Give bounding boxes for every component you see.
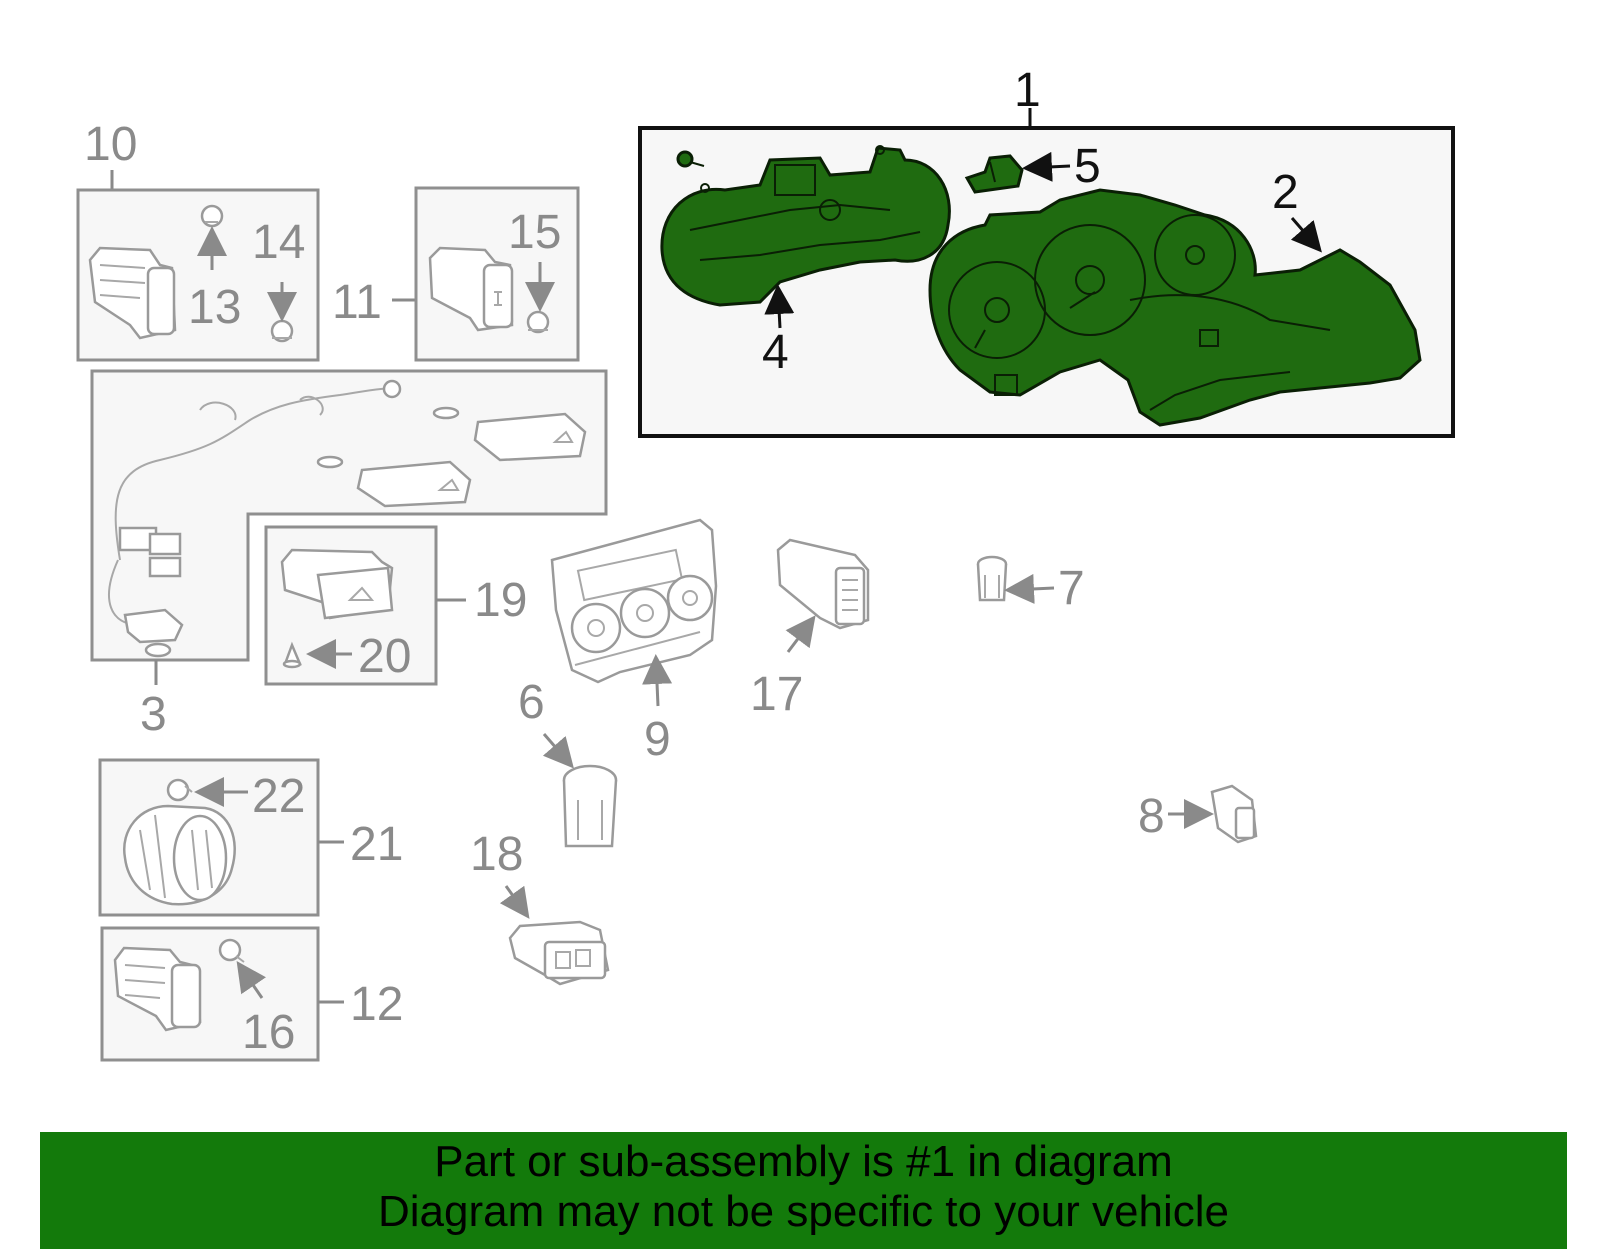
callout-12: 12 — [350, 978, 403, 1031]
bulb-part-15 — [526, 310, 550, 334]
bulb-part-20 — [282, 641, 302, 669]
harness-part-3 — [108, 379, 587, 658]
climate-control-group-9: 9 — [550, 518, 718, 766]
bulb-part-7 — [976, 555, 1008, 602]
switch-part-17 — [776, 538, 870, 630]
callout-1: 1 — [1014, 64, 1041, 117]
callout-13: 13 — [188, 281, 241, 334]
clip-part-5 — [964, 154, 1024, 194]
connector-part-8 — [1210, 784, 1258, 844]
callout-9: 9 — [644, 713, 671, 766]
switch-part-11 — [428, 246, 514, 332]
switch-group-11: 11 15 — [332, 186, 580, 362]
switch-group-12: 12 16 — [100, 926, 403, 1062]
harness-group-3: 3 — [90, 369, 608, 741]
callout-17: 17 — [750, 668, 803, 721]
bulb-part-16 — [218, 938, 245, 963]
callout-18: 18 — [470, 828, 523, 881]
socket-group-6: 6 — [518, 676, 618, 848]
bulb-group-7: 7 — [976, 555, 1085, 615]
knob-group-21: 21 22 — [98, 758, 403, 917]
callout-15: 15 — [508, 206, 561, 259]
callout-6: 6 — [518, 676, 545, 729]
callout-22: 22 — [252, 770, 305, 823]
callout-16: 16 — [242, 1006, 295, 1059]
switch-group-17: 17 — [750, 538, 870, 721]
callout-20: 20 — [358, 630, 411, 683]
callout-4: 4 — [762, 326, 789, 379]
gauge-cluster-part — [928, 188, 1422, 427]
connector-group-8: 8 — [1138, 784, 1258, 844]
climate-control-part — [550, 518, 718, 684]
banner-line-2: Diagram may not be specific to your vehi… — [377, 1187, 1230, 1236]
callout-21: 21 — [350, 818, 403, 871]
knob-part-21 — [122, 804, 236, 906]
bulb-part-14 — [270, 319, 294, 343]
callout-5: 5 — [1074, 140, 1101, 193]
switch-group-18: 18 — [470, 828, 610, 986]
switch-part-18 — [508, 920, 610, 986]
switch-part-10 — [88, 246, 177, 340]
callout-10: 10 — [84, 118, 137, 171]
hazard-group-19: 19 20 — [264, 525, 527, 686]
hazard-switch-part — [280, 548, 394, 620]
cluster-assembly-group: 1 2 4 5 — [638, 64, 1455, 438]
cluster-housing-part — [660, 145, 951, 307]
info-banner: Part or sub-assembly is #1 in diagram Di… — [40, 1132, 1567, 1249]
callout-19: 19 — [474, 574, 527, 627]
callout-14: 14 — [252, 216, 305, 269]
callout-3: 3 — [140, 688, 167, 741]
banner-line-1: Part or sub-assembly is #1 in diagram — [434, 1137, 1173, 1186]
switch-group-10: 10 13 14 — [76, 118, 320, 362]
socket-part-6 — [562, 764, 618, 848]
callout-7: 7 — [1058, 562, 1085, 615]
callout-2: 2 — [1272, 166, 1299, 219]
callout-11: 11 — [332, 276, 382, 329]
callout-8: 8 — [1138, 790, 1165, 843]
bulb-part-13 — [200, 204, 224, 228]
bulb-part-22 — [166, 778, 193, 802]
switch-part-12 — [113, 946, 202, 1032]
cluster-screw-part — [676, 150, 705, 168]
